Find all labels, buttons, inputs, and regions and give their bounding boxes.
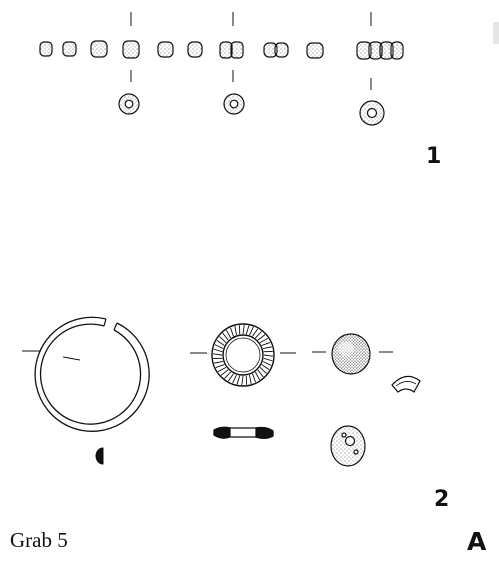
bead <box>157 41 174 58</box>
group-2-label: 2 <box>434 487 450 512</box>
ring-rib <box>257 334 266 341</box>
bead <box>90 40 108 58</box>
ring-rib <box>214 344 224 349</box>
ring-rib <box>222 332 229 341</box>
ring-rib <box>225 329 232 339</box>
axis-ticks-group-1 <box>130 12 372 90</box>
domed-disc <box>331 333 371 375</box>
disc-profile <box>391 375 421 393</box>
ring-rib <box>263 357 273 362</box>
ring-rib <box>263 354 274 357</box>
bead-top-views <box>118 93 385 126</box>
ring-rib <box>255 331 262 339</box>
ring-rib <box>219 336 227 343</box>
ring-cross-section <box>95 447 104 465</box>
grave-caption: Grab 5 <box>10 528 68 552</box>
ring-rib <box>214 361 224 364</box>
bead <box>230 41 244 59</box>
ring-rib <box>212 353 223 356</box>
bead <box>122 40 140 59</box>
ring-rib <box>261 342 271 346</box>
ring-rib <box>232 374 237 384</box>
ring-rib <box>242 324 245 335</box>
ribbed-ring <box>211 323 275 387</box>
bead <box>274 42 289 58</box>
perforated-disc <box>330 425 366 467</box>
bead <box>306 42 324 59</box>
bead <box>219 41 233 59</box>
ring-rib <box>249 326 254 336</box>
ring-rib <box>227 373 234 382</box>
ring-rib <box>224 371 231 379</box>
ribbed-ring-side-view <box>213 426 274 439</box>
ring-rib <box>241 375 244 386</box>
ring-rib <box>213 348 223 353</box>
ring-rib <box>220 369 229 376</box>
ring-rib <box>254 371 261 381</box>
bead <box>187 41 203 58</box>
ring-rib <box>249 374 252 384</box>
bead <box>62 41 77 57</box>
axis-ticks-group-2 <box>22 350 393 361</box>
bead <box>39 41 53 57</box>
ring-rib <box>245 325 250 335</box>
ring-rib <box>259 367 267 374</box>
ring-rib <box>234 326 237 336</box>
bead <box>390 41 404 60</box>
ring-rib <box>216 339 225 346</box>
ring-rib <box>262 346 272 349</box>
ring-rib <box>230 327 234 337</box>
plate-letter: A <box>467 527 487 556</box>
ring-rib <box>215 364 225 368</box>
ring-rib <box>261 364 270 371</box>
ring-rib <box>259 337 269 344</box>
group-1-label: 1 <box>426 144 442 169</box>
ring-rib <box>252 328 259 337</box>
ring-rib <box>262 361 272 366</box>
bead-row <box>39 40 404 60</box>
open-ring <box>34 316 150 432</box>
ring-rib <box>217 366 227 373</box>
edge-mark <box>493 22 499 44</box>
ring-rib <box>252 373 256 383</box>
ring-rib <box>257 369 264 378</box>
ring-rib <box>236 375 241 385</box>
